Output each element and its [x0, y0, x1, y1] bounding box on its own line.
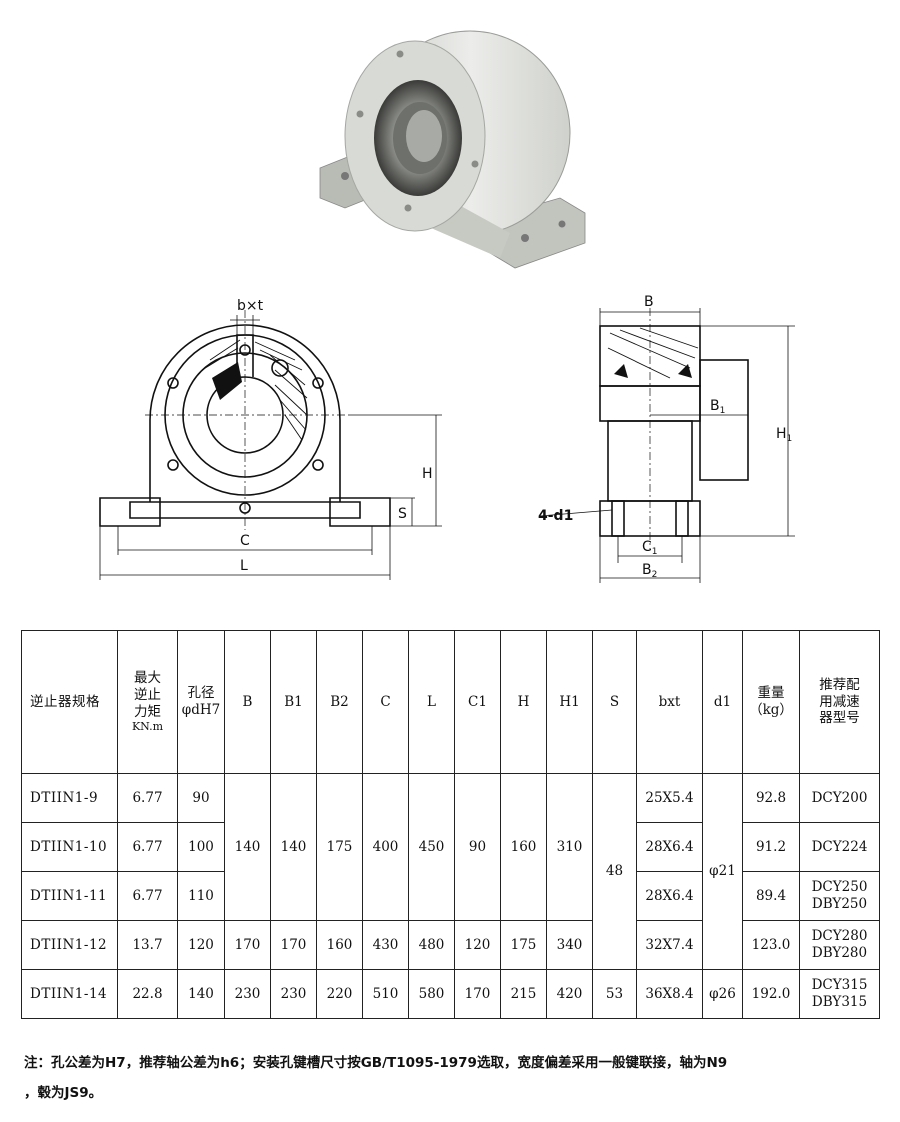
cell-l: 580 [408, 969, 455, 1019]
cell-torque: 13.7 [117, 920, 178, 970]
front-view-drawing: b×t H S C L [99, 298, 442, 580]
cell-h1: 340 [546, 920, 593, 970]
cell-model: DTIIN1-12 [21, 920, 118, 970]
width-b1-label: B1 [710, 398, 725, 416]
width-b-label: B [644, 294, 654, 310]
base-b2-label: B2 [642, 562, 657, 580]
header-bxt: bxt [636, 630, 703, 774]
cell-model: DTIIN1-10 [21, 822, 118, 872]
height-s-label: S [398, 506, 407, 522]
cell-b1: 140 [270, 773, 317, 921]
cell-l: 480 [408, 920, 455, 970]
length-l-label: L [240, 558, 248, 574]
table-row: DTIIN1-9 6.77 90 140 140 175 400 450 90 … [21, 773, 880, 970]
cell-h1: 310 [546, 773, 593, 921]
cell-h1: 420 [546, 969, 593, 1019]
height-h-label: H [422, 466, 433, 482]
footnote-line-2: ，毂为JS9。 [24, 1085, 103, 1101]
cell-bore: 140 [177, 969, 225, 1019]
header-l: L [408, 630, 455, 774]
cell-d1: φ26 [702, 969, 743, 1019]
base-c1-label: C1 [642, 539, 658, 557]
cell-model: DTIIN1-14 [21, 969, 118, 1019]
footnote-line-1: 注：孔公差为H7，推荐轴公差为h6；安装孔键槽尺寸按GB/T1095-1979选… [24, 1055, 728, 1071]
cell-b: 170 [224, 920, 271, 970]
table-row: DTIIN1-10 6.77 100 28X6.4 91.2 DCY224 [21, 822, 880, 872]
cell-bxt: 28X6.4 [636, 822, 703, 872]
header-c1: C1 [454, 630, 501, 774]
height-h1-label: H1 [776, 426, 792, 444]
cell-l: 450 [408, 773, 455, 921]
cell-bxt: 25X5.4 [636, 773, 703, 823]
mount-c-label: C [240, 533, 250, 549]
cell-bxt: 36X8.4 [636, 969, 703, 1019]
header-h1: H1 [546, 630, 593, 774]
cell-model: DTIIN1-11 [21, 871, 118, 921]
cell-b1: 230 [270, 969, 317, 1019]
header-reducer: 推荐配用减速器型号 [799, 630, 880, 774]
header-b: B [224, 630, 271, 774]
cell-c: 400 [362, 773, 409, 921]
cell-bxt: 32X7.4 [636, 920, 703, 970]
cell-c1: 170 [454, 969, 501, 1019]
keyway-label: b×t [237, 298, 264, 314]
cell-torque: 6.77 [117, 773, 178, 823]
header-model: 逆止器规格 [21, 630, 118, 774]
header-d1: d1 [702, 630, 743, 774]
cell-torque: 22.8 [117, 969, 178, 1019]
cell-s: 48 [592, 773, 637, 970]
cell-weight: 89.4 [742, 871, 800, 921]
cell-b: 140 [224, 773, 271, 921]
header-h: H [500, 630, 547, 774]
cell-h: 160 [500, 773, 547, 921]
cell-bore: 90 [177, 773, 225, 823]
cell-s: 53 [592, 969, 637, 1019]
cell-weight: 192.0 [742, 969, 800, 1019]
footnote: 注：孔公差为H7，推荐轴公差为h6；安装孔键槽尺寸按GB/T1095-1979选… [24, 1048, 884, 1108]
product-photo [319, 30, 586, 269]
header-b1: B1 [270, 630, 317, 774]
header-weight: 重量（kg） [742, 630, 800, 774]
table-row: DTIIN1-14 22.8 140 230 230 220 510 580 1… [21, 969, 880, 1019]
cell-d1: φ21 [702, 773, 743, 970]
cell-c: 510 [362, 969, 409, 1019]
header-s: S [592, 630, 637, 774]
cell-bore: 110 [177, 871, 225, 921]
cell-b2: 160 [316, 920, 363, 970]
cell-b2: 220 [316, 969, 363, 1019]
cell-model: DTIIN1-9 [21, 773, 118, 823]
cell-h: 175 [500, 920, 547, 970]
cell-bore: 120 [177, 920, 225, 970]
table-row: DTIIN1-12 13.7 120 170 170 160 430 480 1… [21, 920, 880, 970]
cell-b2: 175 [316, 773, 363, 921]
cell-torque: 6.77 [117, 871, 178, 921]
cell-b: 230 [224, 969, 271, 1019]
cell-weight: 123.0 [742, 920, 800, 970]
cell-bxt: 28X6.4 [636, 871, 703, 921]
cell-weight: 91.2 [742, 822, 800, 872]
header-b2: B2 [316, 630, 363, 774]
cell-c1: 90 [454, 773, 501, 921]
cell-bore: 100 [177, 822, 225, 872]
cell-c: 430 [362, 920, 409, 970]
cell-b1: 170 [270, 920, 317, 970]
cell-torque: 6.77 [117, 822, 178, 872]
cell-weight: 92.8 [742, 773, 800, 823]
cell-c1: 120 [454, 920, 501, 970]
cell-reducer: DCY224 [799, 822, 880, 872]
bolt-holes-label: 4-d1 [538, 508, 573, 524]
header-c: C [362, 630, 409, 774]
cell-reducer: DCY200 [799, 773, 880, 823]
cell-h: 215 [500, 969, 547, 1019]
side-view-drawing: B B1 H1 4-d1 C1 B2 [538, 294, 795, 583]
